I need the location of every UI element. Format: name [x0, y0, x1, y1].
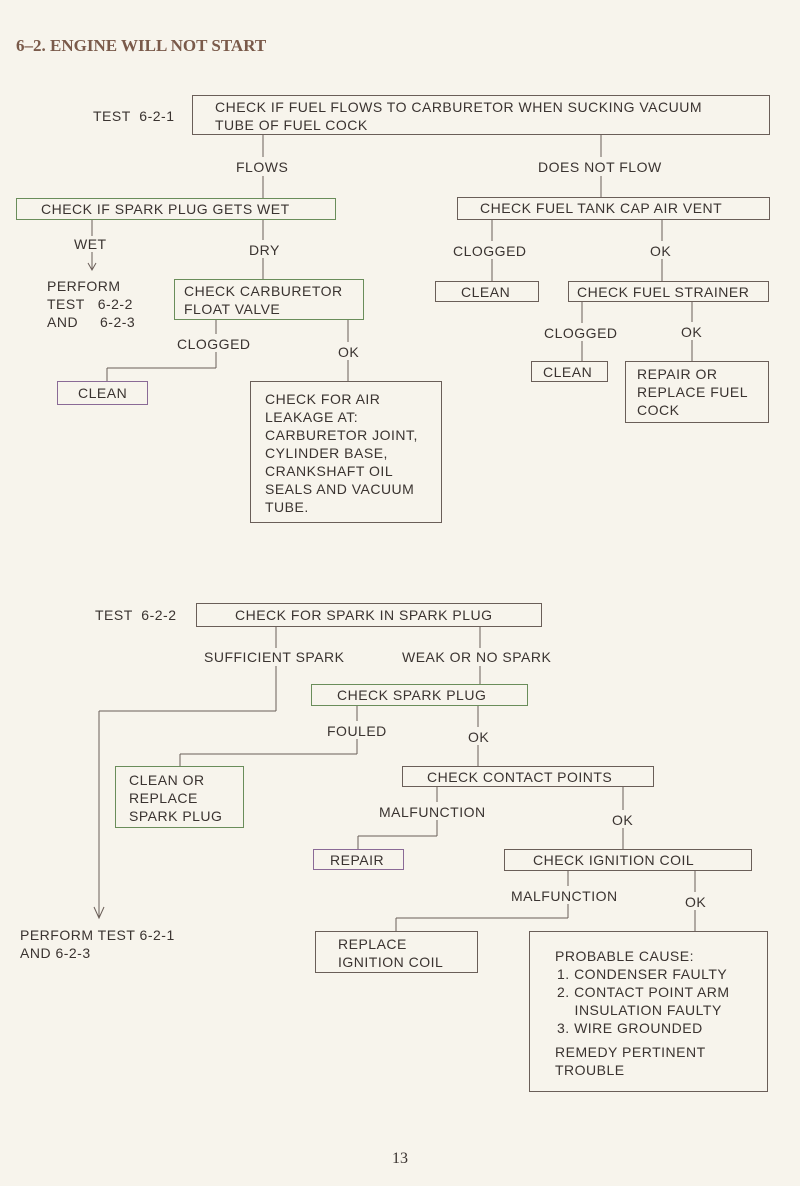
check-fuel-flow-box: CHECK IF FUEL FLOWS TO CARBURETOR WHEN S… — [192, 95, 770, 135]
check-tank-cap-box: CHECK FUEL TANK CAP AIR VENT — [457, 197, 770, 220]
ok-strainer-label: OK — [681, 324, 703, 340]
dry-label: DRY — [249, 242, 280, 258]
clogged-carburetor-label: CLOGGED — [177, 336, 251, 352]
test-6-2-2-label: TEST 6-2-2 — [95, 607, 177, 623]
perform-tests-text: PERFORM TEST 6-2-2 AND 6-2-3 — [47, 278, 136, 330]
replace-coil-text: REPLACE IGNITION COIL — [338, 936, 444, 970]
sufficient-spark-label: SUFFICIENT SPARK — [204, 649, 345, 665]
probable-cause-heading: PROBABLE CAUSE: — [555, 948, 694, 964]
replace-coil-box: REPLACE IGNITION COIL — [315, 931, 478, 973]
repair-text: REPAIR — [330, 852, 385, 868]
repair-box: REPAIR — [313, 849, 404, 870]
check-strainer-text: CHECK FUEL STRAINER — [577, 284, 750, 300]
check-spark-plug-text: CHECK SPARK PLUG — [337, 687, 487, 703]
check-contact-points-box: CHECK CONTACT POINTS — [402, 766, 654, 787]
probable-cause-box: PROBABLE CAUSE: 1. CONDENSER FAULTY 2. C… — [529, 931, 768, 1092]
does-not-flow-label: DOES NOT FLOW — [538, 159, 662, 175]
check-air-leakage-box: CHECK FOR AIR LEAKAGE AT: CARBURETOR JOI… — [250, 381, 442, 523]
ok-carburetor-label: OK — [338, 344, 360, 360]
perform-test-text: PERFORM TEST 6-2-1 AND 6-2-3 — [20, 927, 175, 961]
clean-replace-plug-text: CLEAN OR REPLACE SPARK PLUG — [129, 772, 223, 824]
weak-or-no-spark-label: WEAK OR NO SPARK — [402, 649, 552, 665]
check-spark-plug-box: CHECK SPARK PLUG — [311, 684, 528, 706]
clean-replace-plug-box: CLEAN OR REPLACE SPARK PLUG — [115, 766, 244, 828]
clean-strainer-box: CLEAN — [531, 361, 608, 382]
check-strainer-box: CHECK FUEL STRAINER — [568, 281, 769, 302]
cause-item: 3. WIRE GROUNDED — [557, 1020, 703, 1036]
check-fuel-flow-text: CHECK IF FUEL FLOWS TO CARBURETOR WHEN S… — [215, 99, 702, 133]
check-ignition-coil-text: CHECK IGNITION COIL — [533, 852, 695, 868]
check-carburetor-text: CHECK CARBURETOR FLOAT VALVE — [184, 283, 343, 317]
malfunction-coil-label: MALFUNCTION — [511, 888, 618, 904]
page-number: 13 — [392, 1150, 408, 1167]
page-title: 6–2. ENGINE WILL NOT START — [16, 36, 267, 55]
clean-carburetor-text: CLEAN — [78, 385, 128, 401]
ok-plug-label: OK — [468, 729, 490, 745]
wet-label: WET — [74, 236, 107, 252]
clogged-strainer-label: CLOGGED — [544, 325, 618, 341]
check-carburetor-box: CHECK CARBURETOR FLOAT VALVE — [174, 279, 364, 320]
ok-coil-label: OK — [685, 894, 707, 910]
check-spark-plug-wet-box: CHECK IF SPARK PLUG GETS WET — [16, 198, 336, 220]
wet-arrowhead — [87, 262, 97, 272]
flows-label: FLOWS — [236, 159, 289, 175]
malfunction-points-label: MALFUNCTION — [379, 804, 486, 820]
check-contact-points-text: CHECK CONTACT POINTS — [427, 769, 613, 785]
ok-cap-label: OK — [650, 243, 672, 259]
clean-strainer-text: CLEAN — [543, 364, 593, 380]
cause-item: 2. CONTACT POINT ARM INSULATION FAULTY — [557, 984, 730, 1018]
check-spark-box: CHECK FOR SPARK IN SPARK PLUG — [196, 603, 542, 627]
clean-cap-box: CLEAN — [435, 281, 539, 302]
check-spark-plug-wet-text: CHECK IF SPARK PLUG GETS WET — [41, 201, 290, 217]
check-spark-text: CHECK FOR SPARK IN SPARK PLUG — [235, 607, 493, 623]
remedy-text: REMEDY PERTINENT TROUBLE — [555, 1044, 706, 1078]
clean-carburetor-box: CLEAN — [57, 381, 148, 405]
fouled-label: FOULED — [327, 723, 387, 739]
test-6-2-1-label: TEST 6-2-1 — [93, 108, 175, 124]
repair-fuel-cock-box: REPAIR OR REPLACE FUEL COCK — [625, 361, 769, 423]
perform-arrowhead — [93, 906, 105, 920]
check-air-leakage-text: CHECK FOR AIR LEAKAGE AT: CARBURETOR JOI… — [265, 391, 418, 515]
ok-points-label: OK — [612, 812, 634, 828]
clean-cap-text: CLEAN — [461, 284, 511, 300]
repair-fuel-cock-text: REPAIR OR REPLACE FUEL COCK — [637, 366, 749, 418]
check-tank-cap-text: CHECK FUEL TANK CAP AIR VENT — [480, 200, 723, 216]
clogged-cap-label: CLOGGED — [453, 243, 527, 259]
check-ignition-coil-box: CHECK IGNITION COIL — [504, 849, 752, 871]
cause-item: 1. CONDENSER FAULTY — [557, 966, 728, 982]
